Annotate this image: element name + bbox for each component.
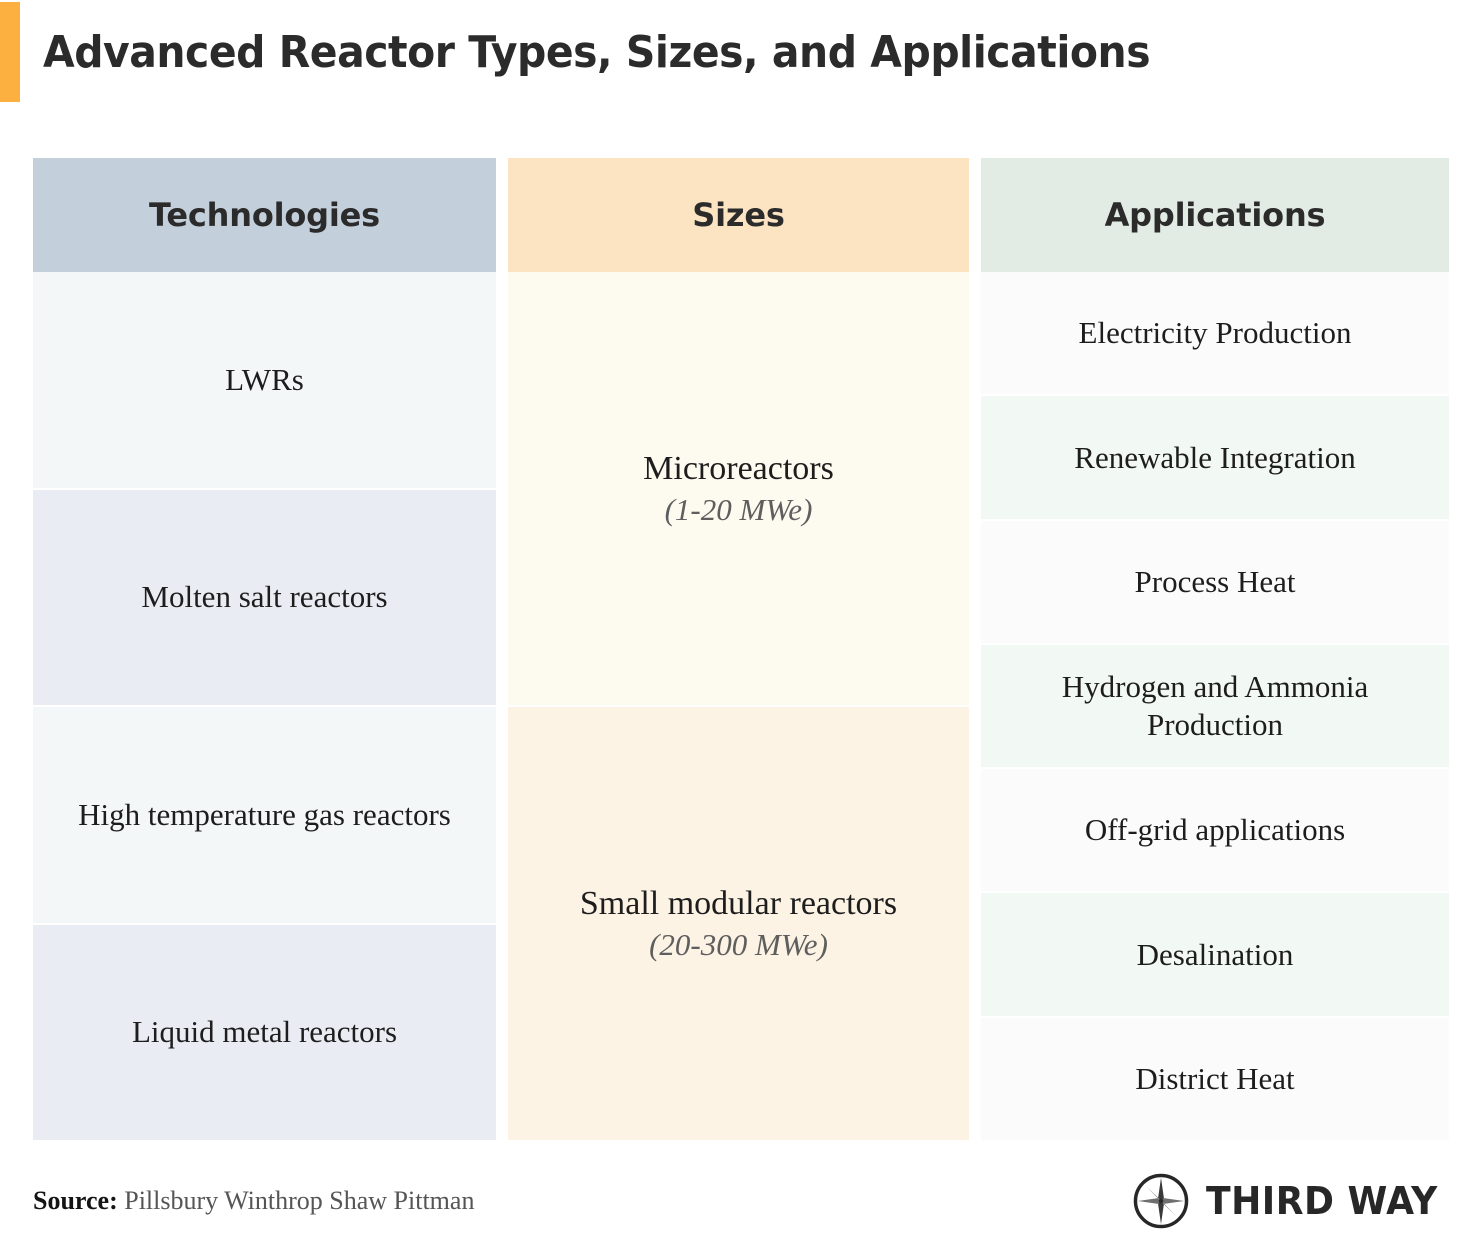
table-row: LWRs (33, 272, 496, 490)
source-value: Pillsbury Winthrop Shaw Pittman (124, 1186, 475, 1215)
table-row: Electricity Production (981, 272, 1449, 397)
compass-star-icon (1132, 1172, 1190, 1230)
table-row: District Heat (981, 1017, 1449, 1140)
column-header-sizes: Sizes (508, 158, 969, 272)
cell-label: Liquid metal reactors (131, 1014, 398, 1050)
table-row: Small modular reactors (20-300 MWe) (508, 707, 969, 1140)
cell-label: Microreactors (643, 449, 834, 487)
logo-wordmark: THIRD WAY (1206, 1179, 1438, 1223)
cell-label: LWRs (225, 361, 304, 397)
reactor-table: Technologies LWRs Molten salt reactors H… (33, 158, 1450, 1140)
column-header-technologies: Technologies (33, 158, 496, 272)
cell-label: Process Heat (1134, 563, 1296, 599)
table-row: Hydrogen and Ammonia Production (981, 644, 1449, 770)
cell-range: (20-300 MWe) (649, 927, 828, 963)
cell-label: Hydrogen and Ammonia Production (1061, 669, 1369, 742)
table-row: Molten salt reactors (33, 489, 496, 707)
table-row: Process Heat (981, 520, 1449, 645)
column-body-technologies: LWRs Molten salt reactors High temperatu… (33, 272, 496, 1140)
column-applications: Applications Electricity Production Rene… (981, 158, 1449, 1140)
cell-label: Molten salt reactors (141, 579, 388, 615)
source-label: Source: (33, 1186, 118, 1215)
cell-label: Off-grid applications (1084, 812, 1346, 848)
cell-label: High temperature gas reactors (78, 796, 451, 832)
cell-label: District Heat (1135, 1060, 1295, 1096)
source-note: Source: Pillsbury Winthrop Shaw Pittman (33, 1186, 474, 1216)
cell-label: Small modular reactors (579, 884, 898, 922)
column-header-applications: Applications (981, 158, 1449, 272)
column-sizes: Sizes Microreactors (1-20 MWe) Small mod… (508, 158, 969, 1140)
footer: Source: Pillsbury Winthrop Shaw Pittman … (33, 1165, 1450, 1237)
table-row: Microreactors (1-20 MWe) (508, 272, 969, 707)
column-technologies: Technologies LWRs Molten salt reactors H… (33, 158, 496, 1140)
table-row: Desalination (981, 893, 1449, 1018)
cell-label: Renewable Integration (1074, 439, 1356, 475)
cell-range: (1-20 MWe) (664, 492, 813, 528)
table-row: High temperature gas reactors (33, 707, 496, 925)
page-title: Advanced Reactor Types, Sizes, and Appli… (43, 26, 1151, 78)
column-body-applications: Electricity Production Renewable Integra… (981, 272, 1449, 1140)
table-row: Renewable Integration (981, 396, 1449, 521)
cell-label: Desalination (1136, 936, 1294, 972)
third-way-logo: THIRD WAY (1132, 1172, 1450, 1230)
table-row: Off-grid applications (981, 769, 1449, 894)
title-row: Advanced Reactor Types, Sizes, and Appli… (0, 0, 1480, 104)
table-row: Liquid metal reactors (33, 924, 496, 1140)
cell-label: Electricity Production (1078, 315, 1352, 351)
accent-bar (0, 2, 20, 102)
column-body-sizes: Microreactors (1-20 MWe) Small modular r… (508, 272, 969, 1140)
